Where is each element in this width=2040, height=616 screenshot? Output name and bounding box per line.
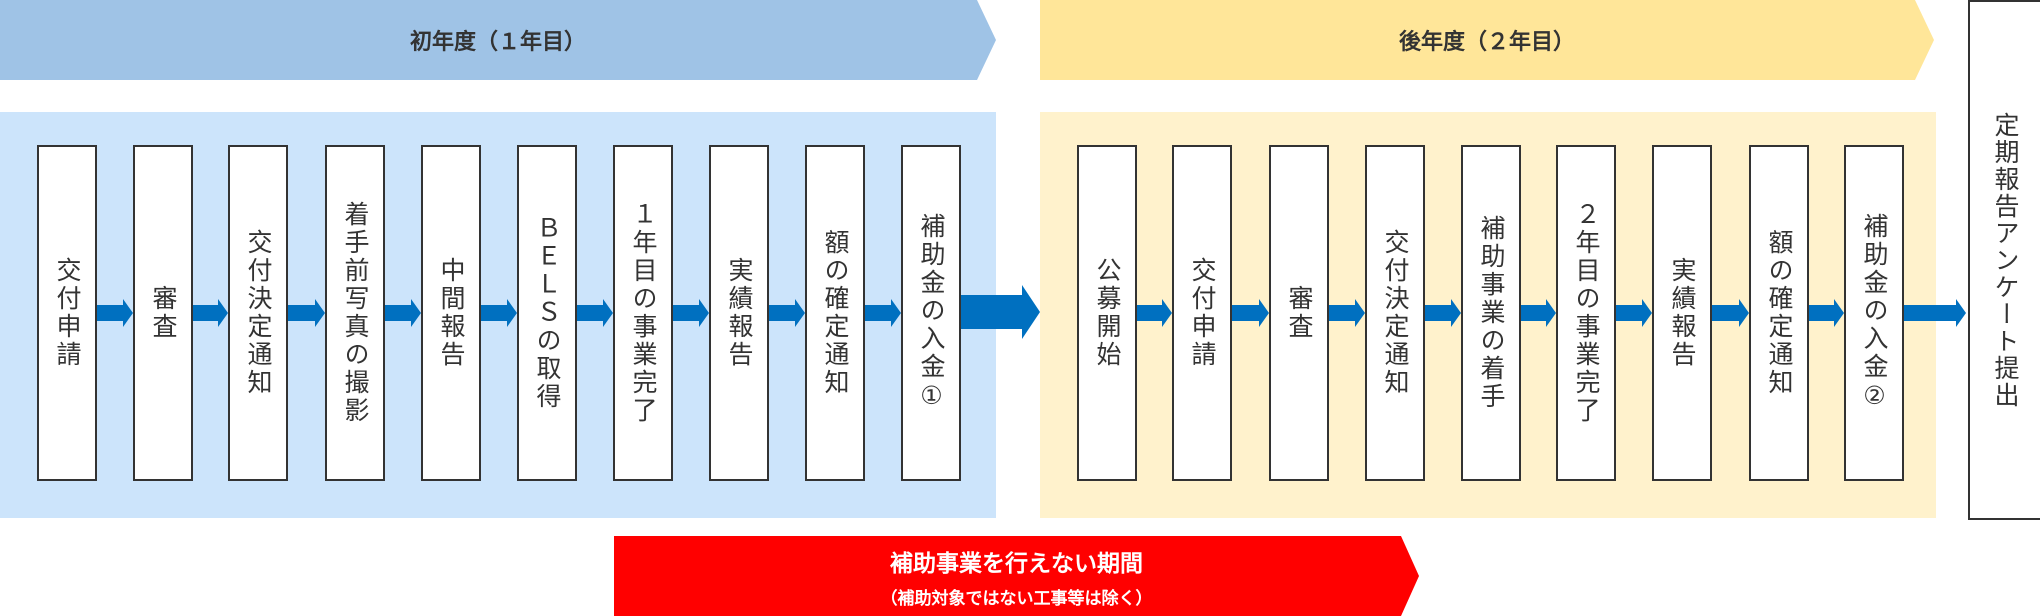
restriction-note: （補助対象ではない工事等は除く） xyxy=(880,588,1153,609)
year1-step: 着手前写真の撮影 xyxy=(325,145,385,481)
year2-step: 補助事業の着手 xyxy=(1461,145,1521,481)
year1-step: １年目の事業完了 xyxy=(613,145,673,481)
arrow-right-icon xyxy=(865,299,901,327)
year1-step: 交付申請 xyxy=(37,145,97,481)
step-label: 交付決定通知 xyxy=(1381,229,1410,397)
step-label: 補助事業の着手 xyxy=(1477,215,1506,411)
year2-banner: 後年度（２年目） xyxy=(1040,0,1934,80)
year1-step: 実績報告 xyxy=(709,145,769,481)
step-label: 交付申請 xyxy=(1188,257,1217,369)
year2-step: 補助金の入金② xyxy=(1844,145,1904,481)
step-label: 実績報告 xyxy=(1668,257,1697,369)
arrow-right-icon xyxy=(1425,299,1461,327)
final-step-box: 定期報告アンケート提出 xyxy=(1968,0,2040,520)
year2-step: 交付申請 xyxy=(1172,145,1232,481)
arrow-right-icon xyxy=(481,299,517,327)
year2-step: 公募開始 xyxy=(1077,145,1137,481)
year1-step: 補助金の入金① xyxy=(901,145,961,481)
step-label: 中間報告 xyxy=(437,257,466,369)
restriction-banner: 補助事業を行えない期間 （補助対象ではない工事等は除く） xyxy=(614,536,1419,616)
step-label: ＢＥＬＳの取得 xyxy=(533,215,562,411)
arrow-right-icon xyxy=(288,299,325,327)
arrow-right-icon xyxy=(193,299,228,327)
arrow-right-icon xyxy=(1329,299,1365,327)
step-label: 実績報告 xyxy=(725,257,754,369)
step-label: １年目の事業完了 xyxy=(629,201,658,425)
year2-step: ２年目の事業完了 xyxy=(1556,145,1616,481)
arrow-right-icon xyxy=(385,299,421,327)
arrow-right-icon xyxy=(1137,299,1172,327)
arrow-right-icon xyxy=(1521,299,1556,327)
step-label: 補助金の入金② xyxy=(1860,213,1889,413)
step-label: 額の確定通知 xyxy=(1765,229,1794,397)
final-step-label: 定期報告アンケート提出 xyxy=(1991,111,2020,409)
arrow-right-icon xyxy=(769,299,805,327)
step-label: 審査 xyxy=(149,285,178,341)
year1-step: 中間報告 xyxy=(421,145,481,481)
year1-step: 審査 xyxy=(133,145,193,481)
restriction-title: 補助事業を行えない期間 xyxy=(890,550,1143,577)
step-label: 審査 xyxy=(1285,285,1314,341)
arrow-right-icon xyxy=(1712,299,1749,327)
step-label: 公募開始 xyxy=(1093,257,1122,369)
year1-step: ＢＥＬＳの取得 xyxy=(517,145,577,481)
year2-step: 交付決定通知 xyxy=(1365,145,1425,481)
year2-step: 審査 xyxy=(1269,145,1329,481)
arrow-right-icon xyxy=(673,299,709,327)
arrow-right-icon xyxy=(1232,299,1269,327)
year1-banner: 初年度（１年目） xyxy=(0,0,996,80)
arrow-right-icon xyxy=(1904,299,1966,327)
step-label: ２年目の事業完了 xyxy=(1572,201,1601,425)
step-label: 額の確定通知 xyxy=(821,229,850,397)
step-label: 交付決定通知 xyxy=(244,229,273,397)
arrow-right-icon xyxy=(1809,299,1844,327)
step-label: 着手前写真の撮影 xyxy=(341,201,370,425)
year2-title: 後年度（２年目） xyxy=(1398,30,1575,55)
arrow-right-icon xyxy=(961,285,1040,339)
year1-title: 初年度（１年目） xyxy=(409,30,586,55)
arrow-right-icon xyxy=(577,299,613,327)
year2-step: 実績報告 xyxy=(1652,145,1712,481)
arrow-right-icon xyxy=(1616,299,1652,327)
year2-step: 額の確定通知 xyxy=(1749,145,1809,481)
step-label: 補助金の入金① xyxy=(917,213,946,413)
year1-step: 額の確定通知 xyxy=(805,145,865,481)
arrow-right-icon xyxy=(97,299,133,327)
step-label: 交付申請 xyxy=(53,257,82,369)
year1-step: 交付決定通知 xyxy=(228,145,288,481)
